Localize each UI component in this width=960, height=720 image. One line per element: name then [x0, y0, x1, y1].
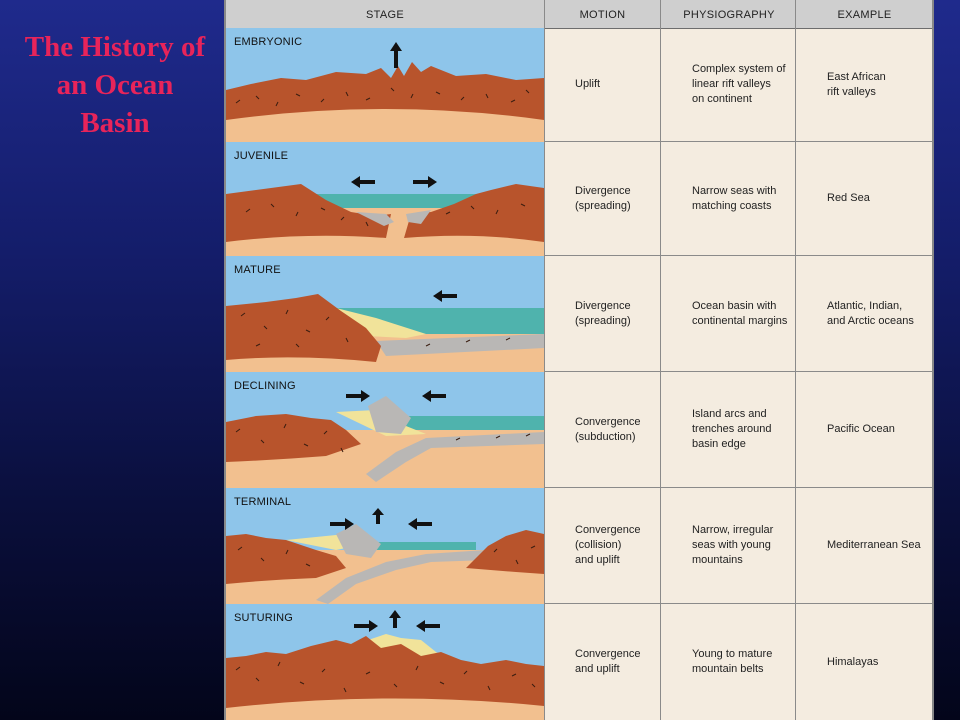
header-example: EXAMPLE [837, 9, 892, 21]
terminal-cross-section [226, 488, 544, 604]
physiography-suturing: Young to mature mountain belts [692, 648, 773, 675]
motion-embryonic: Uplift [575, 78, 601, 90]
column-divider [795, 0, 797, 720]
example-terminal: Mediterranean Sea [827, 539, 921, 551]
motion-declining: Convergence (subduction) [575, 415, 641, 443]
right-arrow-icon [354, 620, 378, 632]
illustration-declining: DECLINING [226, 372, 544, 488]
left-arrow-icon [408, 518, 432, 530]
example-declining: Pacific Ocean [827, 423, 895, 435]
row-mature: MATURE Divergence (spreading) Ocean basi… [226, 256, 932, 372]
column-divider [544, 0, 546, 720]
stage-label-mature: MATURE [234, 264, 281, 276]
physiography-terminal: Narrow, irregular seas with young mounta… [692, 524, 774, 566]
motion-juvenile: Divergence (spreading) [575, 184, 631, 212]
right-arrow-icon [346, 390, 370, 402]
physiography-juvenile: Narrow seas with matching coasts [692, 184, 777, 212]
motion-suturing: Convergence and uplift [575, 648, 641, 675]
left-arrow-icon [416, 620, 440, 632]
uplift-arrow-icon [372, 508, 384, 524]
row-terminal: TERMINAL Convergence (collision) and upl… [226, 488, 932, 604]
mature-cross-section [226, 256, 544, 372]
declining-cross-section [226, 372, 544, 488]
ocean-basin-table: STAGE MOTION PHYSIOGRAPHY EXAMPLE EMBRYO… [224, 0, 934, 720]
slide-title: The History of an Ocean Basin [24, 31, 206, 139]
table-header: STAGE MOTION PHYSIOGRAPHY EXAMPLE [226, 0, 932, 29]
illustration-embryonic: EMBRYONIC [226, 28, 544, 142]
motion-mature: Divergence (spreading) [575, 299, 631, 327]
physiography-mature: Ocean basin with continental margins [692, 299, 788, 327]
illustration-juvenile: JUVENILE [226, 142, 544, 256]
juvenile-cross-section [226, 142, 544, 256]
right-arrow-icon [413, 176, 437, 188]
example-embryonic: East African rift valleys [827, 70, 886, 98]
illustration-terminal: TERMINAL [226, 488, 544, 604]
example-juvenile: Red Sea [827, 192, 870, 204]
header-motion: MOTION [579, 9, 626, 21]
example-suturing: Himalayas [827, 655, 879, 668]
example-mature: Atlantic, Indian, and Arctic oceans [827, 299, 914, 327]
stage-label-juvenile: JUVENILE [234, 150, 289, 162]
stage-label-declining: DECLINING [234, 380, 296, 392]
motion-terminal: Convergence (collision) and uplift [575, 524, 641, 566]
row-suturing: SUTURING Convergence and uplift Young to… [226, 604, 932, 720]
stage-label-suturing: SUTURING [234, 612, 294, 624]
suturing-cross-section [226, 604, 544, 720]
row-juvenile: JUVENILE Divergence (spreading) Narrow s… [226, 142, 932, 256]
uplift-arrow-icon [390, 42, 402, 68]
header-stage: STAGE [366, 9, 404, 21]
physiography-embryonic: Complex system of linear rift valleys on… [692, 63, 786, 105]
physiography-declining: Island arcs and trenches around basin ed… [692, 408, 772, 450]
row-declining: DECLINING Convergence (subduction) Islan… [226, 372, 932, 488]
row-embryonic: EMBRYONIC Uplift Complex system of linea… [226, 28, 932, 142]
embryonic-cross-section [226, 28, 544, 142]
right-arrow-icon [330, 518, 354, 530]
uplift-arrow-icon [389, 610, 401, 628]
illustration-mature: MATURE [226, 256, 544, 372]
left-arrow-icon [422, 390, 446, 402]
stage-label-terminal: TERMINAL [234, 496, 292, 508]
column-divider [660, 0, 662, 720]
left-arrow-icon [351, 176, 375, 188]
stage-label-embryonic: EMBRYONIC [234, 36, 303, 48]
left-arrow-icon [433, 290, 457, 302]
illustration-suturing: SUTURING [226, 604, 544, 720]
header-physiography: PHYSIOGRAPHY [683, 9, 775, 21]
